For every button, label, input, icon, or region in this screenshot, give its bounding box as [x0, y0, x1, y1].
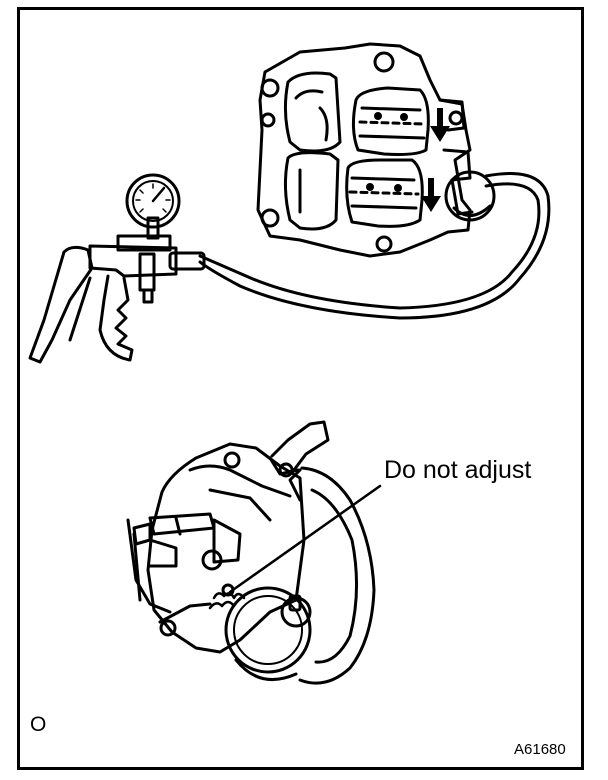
throttle-body: [126, 420, 376, 685]
callout-leader: [228, 484, 382, 594]
vacuum-hose: [198, 172, 551, 320]
figure-id: A61680: [514, 741, 566, 758]
flow-arrow-icon: [421, 108, 450, 212]
corner-mark: O: [30, 713, 47, 736]
callout-label: Do not adjust: [384, 456, 532, 484]
hand-pump-icon: [28, 216, 206, 364]
vacuum-gauge-icon: [125, 173, 181, 229]
intake-flange: [256, 42, 496, 258]
